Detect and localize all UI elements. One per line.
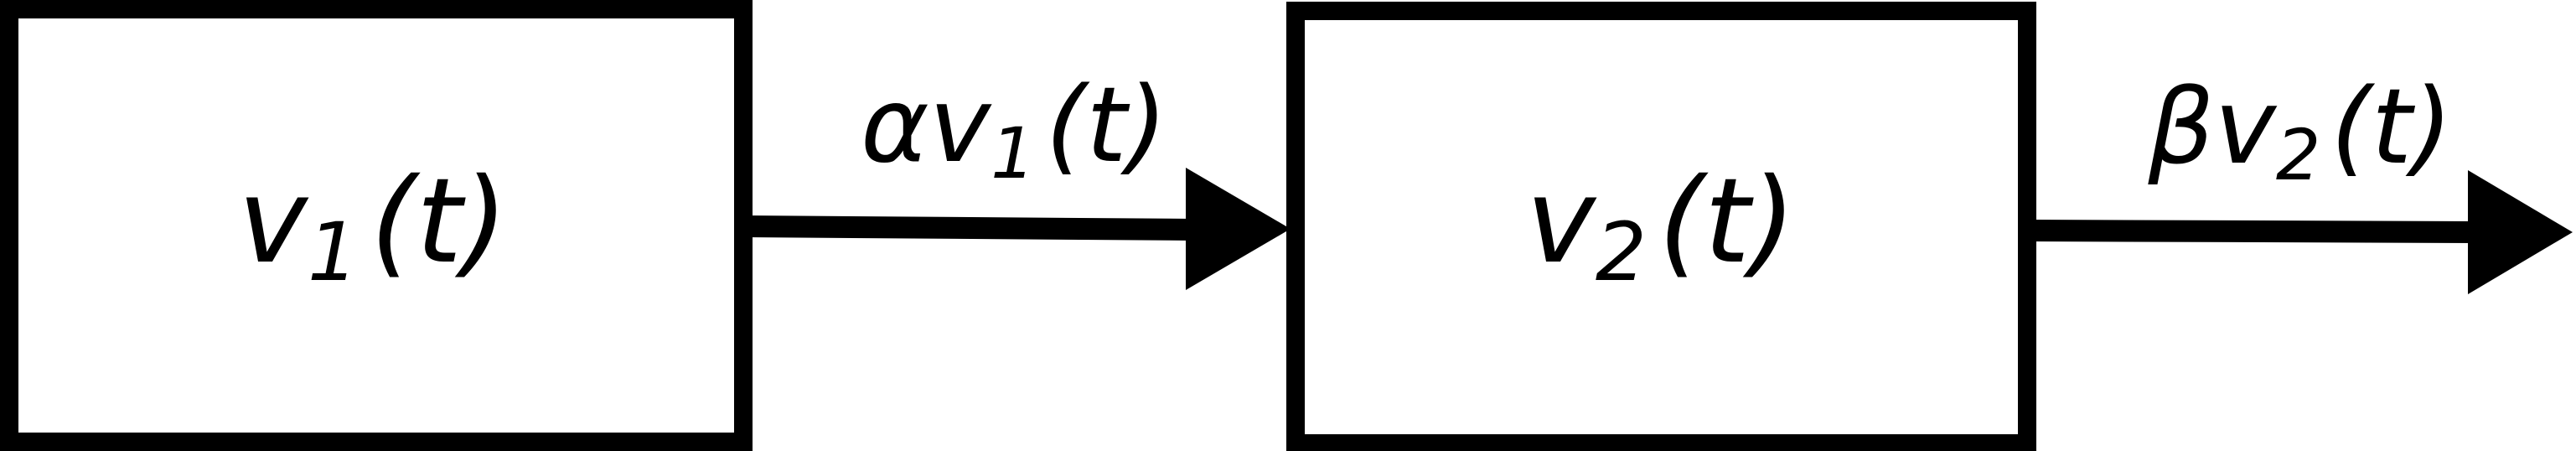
edge-beta-v2-arg: (t) — [2330, 67, 2452, 188]
block-v2: v2(t) — [1286, 2, 2036, 451]
edge-alpha-v1-var: v — [929, 65, 992, 186]
edge-beta-v2-var: v — [2214, 67, 2277, 188]
edge-alpha-v1-line — [742, 215, 1195, 241]
block-v1-sub: 1 — [308, 205, 359, 299]
block-v1-label: v1(t) — [238, 153, 508, 299]
edge-beta-v2-arrowhead — [2468, 170, 2573, 294]
block-v1-var: v — [238, 153, 309, 290]
edge-alpha-v1: αv1(t) — [742, 65, 1291, 290]
edge-beta-v2-sub: 2 — [2276, 114, 2320, 196]
edge-alpha-v1-arrowhead — [1186, 168, 1291, 290]
block-v2-sub: 2 — [1596, 205, 1647, 299]
edge-alpha-v1-coef: α — [861, 65, 929, 186]
edge-alpha-v1-arg: (t) — [1046, 65, 1167, 186]
block-v1-box — [0, 0, 753, 451]
block-v1-arg: (t) — [370, 153, 508, 290]
block-v1: v1(t) — [0, 0, 753, 451]
block-v2-var: v — [1526, 153, 1597, 290]
edge-alpha-v1-label: αv1(t) — [861, 65, 1167, 194]
edge-alpha-v1-sub: 1 — [991, 112, 1035, 194]
block-v2-label: v2(t) — [1526, 153, 1796, 299]
edge-beta-v2-label: βv2(t) — [2147, 67, 2452, 196]
edge-beta-v2-coef: β — [2147, 67, 2214, 188]
edge-beta-v2-line — [2026, 220, 2477, 243]
block-v2-box — [1286, 2, 2036, 451]
edge-beta-v2: βv2(t) — [2026, 67, 2573, 294]
block-v2-arg: (t) — [1658, 153, 1796, 290]
